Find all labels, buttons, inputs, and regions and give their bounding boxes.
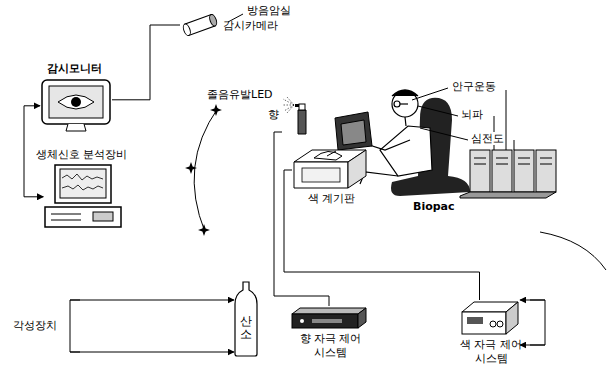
device-node: 향: [268, 96, 312, 136]
biopac-units: [460, 150, 556, 198]
annotation-label: 각성장치: [12, 319, 58, 332]
annotation-label: Biopac: [412, 200, 456, 213]
annotation-label: 졸음유발LED: [206, 88, 274, 101]
annotation-label: 안구운동: [451, 80, 497, 93]
device-node: 색 계기판: [292, 148, 368, 206]
sensor-wires: [412, 88, 514, 150]
device-icon: [40, 78, 112, 134]
device-node: 색 자극 제어시스템: [456, 300, 523, 366]
device-node: 산소: [234, 281, 258, 357]
annotation-label: 심전도: [470, 132, 505, 145]
connector-line: [112, 25, 180, 100]
device-icon: [282, 96, 312, 136]
device-icon: [292, 148, 368, 190]
node-text: 감시카메라: [223, 19, 278, 33]
node-text: 향 자극 제어시스템: [299, 332, 363, 360]
node-text: 감시모니터: [47, 62, 102, 76]
device-icon: [43, 164, 123, 230]
device-node: 생체신호 분석장비: [36, 148, 131, 230]
device-icon: [460, 300, 520, 336]
node-text: 산소: [240, 315, 252, 341]
annotation-label: 뇌파: [460, 108, 484, 121]
node-text: 생체신호 분석장비: [36, 148, 128, 162]
annotation-label: 방음암실: [246, 4, 292, 17]
display-screen: [335, 112, 372, 150]
device-node: 향 자극 제어시스템: [290, 306, 368, 360]
led-arc: [185, 104, 222, 236]
device-node: 감시카메라: [180, 14, 278, 36]
device-node: 감시모니터: [40, 62, 112, 134]
node-text: 색 자극 제어시스템: [459, 338, 523, 366]
connector-line: [284, 170, 480, 300]
node-text: 향: [268, 108, 279, 122]
device-icon: [180, 14, 220, 36]
node-text: 색 계기판: [308, 192, 356, 206]
device-icon: [290, 306, 368, 330]
room-arc: [540, 232, 606, 270]
